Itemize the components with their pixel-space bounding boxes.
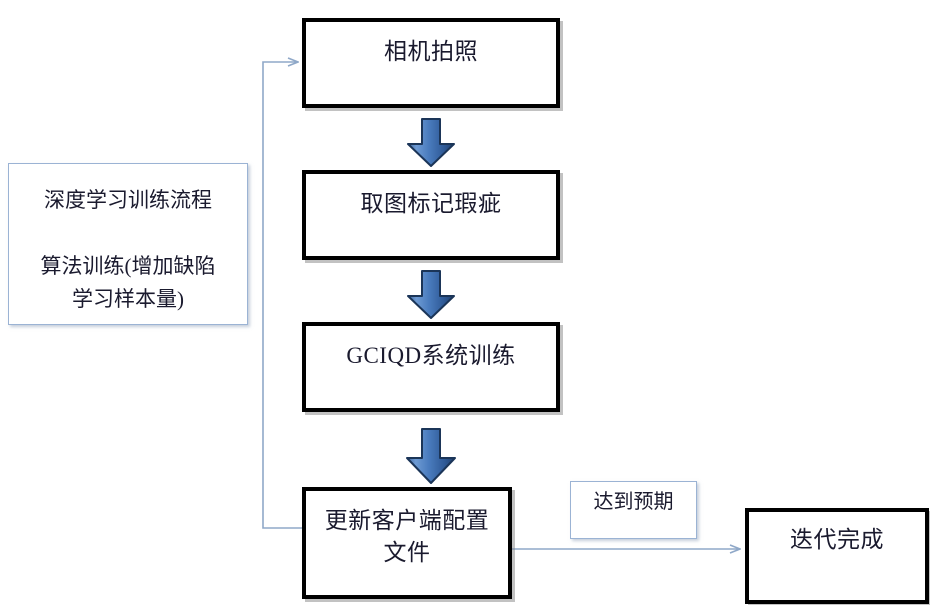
process-box-gciqd-training-label: GCIQD系统训练 [346,343,516,368]
process-box-mark-defects-label: 取图标记瑕疵 [360,191,502,216]
process-box-update-client-config-label: 更新客户端配置 文件 [324,508,490,565]
note-box-deep-learning[interactable]: 深度学习训练流程 算法训练(增加缺陷 学习样本量) [8,163,248,325]
note-box-meets-expectation-label: 达到预期 [593,491,674,513]
block-arrow-mark-to-training [407,270,455,319]
block-arrow-capture-to-mark [407,118,455,167]
process-box-camera-capture[interactable]: 相机拍照 [302,18,560,108]
process-box-iteration-complete[interactable]: 迭代完成 [745,508,929,604]
process-box-update-client-config[interactable]: 更新客户端配置 文件 [302,487,512,599]
note-box-deep-learning-label: 深度学习训练流程 算法训练(增加缺陷 学习样本量) [40,188,216,311]
note-box-meets-expectation[interactable]: 达到预期 [570,481,697,539]
process-box-mark-defects[interactable]: 取图标记瑕疵 [302,170,560,260]
process-box-iteration-complete-label: 迭代完成 [790,527,884,552]
process-box-gciqd-training[interactable]: GCIQD系统训练 [302,322,560,412]
process-box-camera-capture-label: 相机拍照 [384,39,478,64]
block-arrow-training-to-update [406,428,456,484]
connector-feedback-loop [262,62,305,529]
